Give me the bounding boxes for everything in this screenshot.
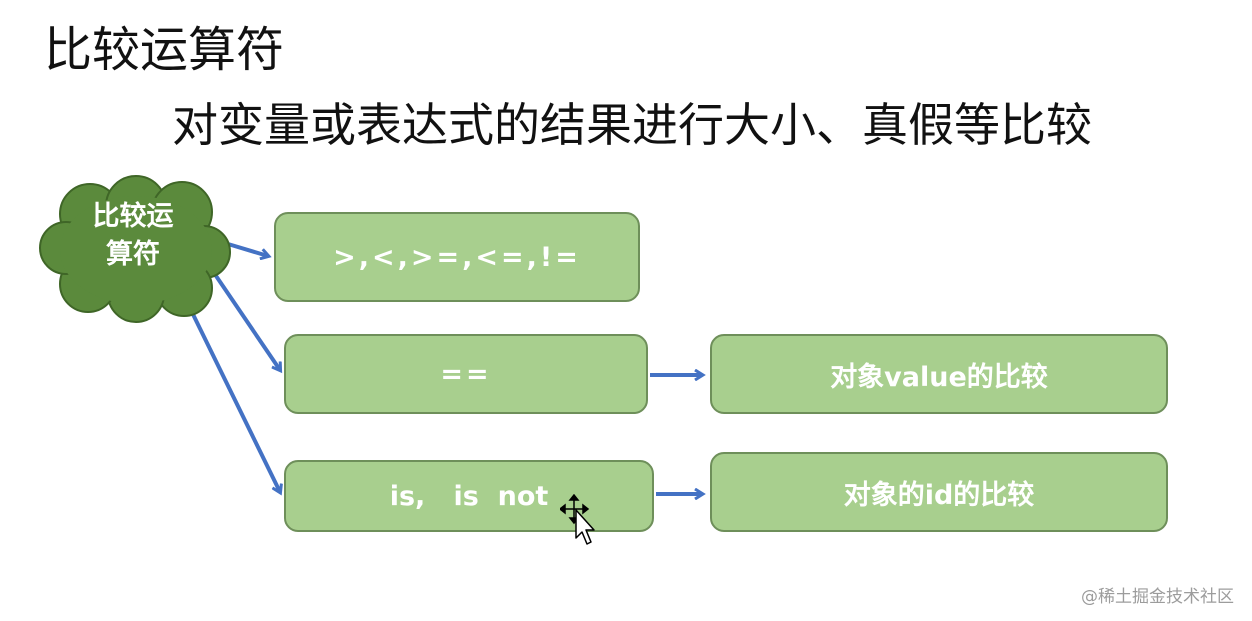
arrow-to-equality-box: [210, 268, 280, 370]
arrow-to-identity-box: [184, 299, 280, 492]
arrow-to-relational-box: [227, 242, 268, 256]
cloud-shape: [39, 175, 231, 323]
identity-operator-box: is, is not: [284, 460, 654, 532]
cloud-label: 比较运 算符: [58, 198, 208, 274]
page-subtitle: 对变量或表达式的结果进行大小、真假等比较: [172, 98, 1092, 152]
identity-description-box: 对象的id的比较: [710, 452, 1168, 532]
cloud-label-line2: 算符: [106, 239, 160, 270]
page-title: 比较运算符: [44, 22, 285, 78]
cloud-label-line1: 比较运: [92, 201, 174, 232]
watermark: @稀土掘金技术社区: [1081, 587, 1234, 607]
equality-description-box: 对象value的比较: [710, 334, 1168, 414]
equality-operator-box: ==: [284, 334, 648, 414]
move-cursor-icon: [560, 494, 595, 545]
relational-operators-box: >,<,>=,<=,!=: [274, 212, 640, 302]
